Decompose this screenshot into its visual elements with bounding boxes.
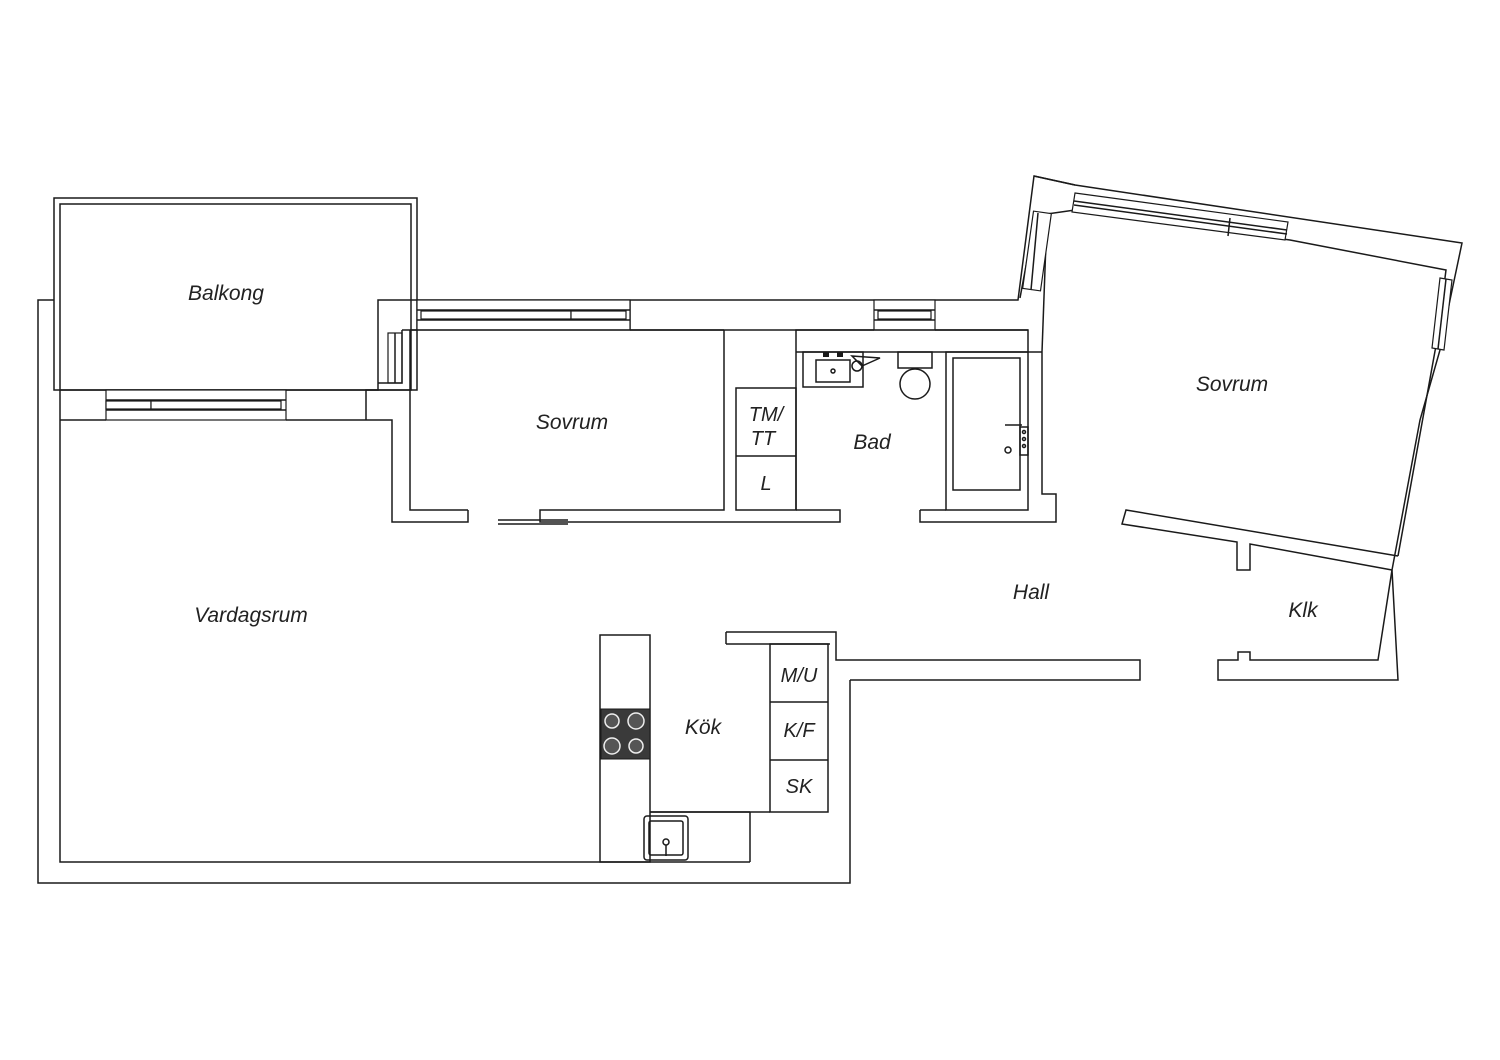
label-bad: Bad (853, 431, 892, 454)
left-bedroom-window (416, 299, 631, 331)
bathroom-sink (802, 351, 864, 388)
label-tm-tt-line2: TT (751, 428, 777, 450)
kitchen-sink (643, 815, 689, 861)
living-room-walls (37, 299, 851, 884)
bathroom (795, 329, 1042, 523)
room-labels: Balkong Sovrum TM/ TT L Bad Sovrum Hall … (188, 282, 1319, 798)
bath-window (873, 299, 936, 331)
left-bedroom (409, 329, 841, 525)
label-sovrum-right: Sovrum (1196, 373, 1268, 396)
label-balkong: Balkong (188, 282, 264, 305)
label-mu: M/U (781, 665, 818, 687)
stove (600, 708, 651, 760)
label-tm-tt-line1: TM/ (749, 404, 786, 426)
label-vardagsrum: Vardagsrum (194, 604, 308, 627)
label-hall: Hall (1013, 581, 1051, 604)
toilet (897, 351, 933, 400)
label-sk: SK (786, 776, 814, 798)
label-kok: Kök (685, 716, 723, 739)
label-sovrum-left: Sovrum (536, 411, 608, 434)
bathtub (945, 351, 1029, 511)
living-room-window (105, 389, 287, 421)
label-klk: Klk (1288, 599, 1319, 622)
towel-fixture (850, 355, 881, 372)
hall-walls (725, 569, 1393, 681)
label-l: L (760, 473, 771, 495)
kitchen (599, 634, 829, 863)
right-bedroom (1019, 175, 1463, 681)
label-kf: K/F (783, 720, 816, 742)
balcony-door (387, 332, 403, 384)
